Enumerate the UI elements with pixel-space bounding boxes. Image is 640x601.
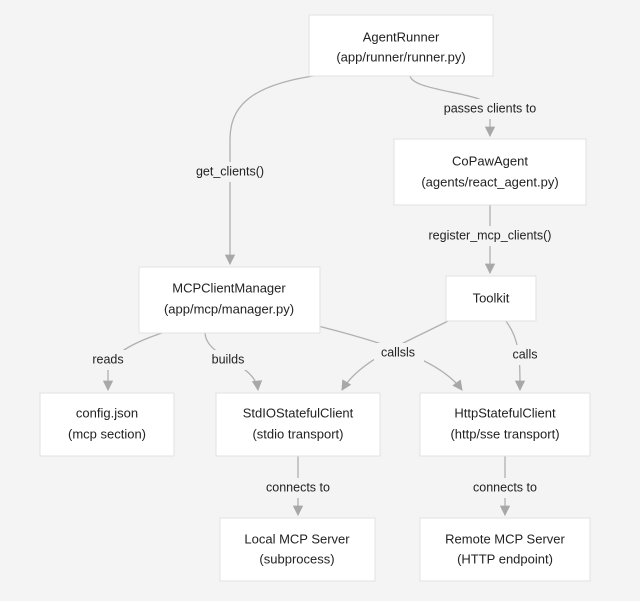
edge-label-register-mcp-clients: register_mcp_clients(): [418, 226, 562, 246]
node-toolkit: Toolkit: [445, 275, 537, 322]
node-http-client-title: HttpStatefulClient: [454, 405, 556, 420]
node-agent-runner-title: AgentRunner: [363, 29, 440, 44]
node-remote-server-subtitle: (HTTP endpoint): [457, 551, 553, 566]
node-local-server-title: Local MCP Server: [244, 531, 350, 546]
node-http-client: HttpStatefulClient (http/sse transport): [419, 392, 591, 457]
edge-label-calls-overlap: callsls: [374, 343, 424, 363]
node-agent-runner-subtitle: (app/runner/runner.py): [336, 49, 465, 64]
edge-label-get-clients: get_clients(): [187, 162, 273, 182]
node-copaw-agent-title: CoPawAgent: [452, 153, 528, 168]
node-copaw-agent: CoPawAgent (agents/react_agent.py): [393, 138, 587, 206]
edge-label-reads: reads: [86, 350, 130, 370]
node-local-server: Local MCP Server (subprocess): [219, 517, 376, 582]
node-stdio-client: StdIOStatefulClient (stdio transport): [215, 392, 381, 457]
edge-label-passes-clients: passes clients to: [434, 99, 546, 119]
node-toolkit-title: Toolkit: [473, 290, 510, 305]
node-mcp-client-manager-title: MCPClientManager: [172, 280, 286, 295]
edge-label-connects-remote-text: connects to: [473, 480, 537, 494]
edge-label-calls-right-text: calls: [512, 347, 537, 361]
node-remote-server-title: Remote MCP Server: [445, 531, 565, 546]
edge-label-calls-right: calls: [506, 345, 544, 365]
node-copaw-agent-subtitle: (agents/react_agent.py): [421, 174, 558, 189]
node-agent-runner: AgentRunner (app/runner/runner.py): [308, 14, 494, 77]
node-local-server-subtitle: (subprocess): [259, 551, 334, 566]
node-config-json-subtitle: (mcp section): [68, 426, 146, 441]
edge-label-register-mcp-clients-text: register_mcp_clients(): [429, 228, 552, 242]
edge-label-get-clients-text: get_clients(): [196, 164, 264, 178]
edge-label-builds: builds: [205, 350, 251, 370]
node-http-client-subtitle: (http/sse transport): [450, 426, 559, 441]
node-mcp-client-manager-subtitle: (app/mcp/manager.py): [164, 301, 294, 316]
edge-label-connects-local-text: connects to: [266, 480, 330, 494]
node-config-json: config.json (mcp section): [39, 392, 175, 457]
node-remote-server: Remote MCP Server (HTTP endpoint): [419, 517, 591, 582]
node-mcp-client-manager: MCPClientManager (app/mcp/manager.py): [138, 266, 321, 334]
edge-label-calls-overlap-text: callsls: [381, 345, 415, 359]
edge-get-clients: [224, 74, 321, 266]
edge-label-reads-text: reads: [92, 352, 123, 366]
edge-label-passes-clients-text: passes clients to: [444, 101, 536, 115]
node-stdio-client-subtitle: (stdio transport): [252, 426, 343, 441]
edge-label-connects-remote: connects to: [463, 478, 547, 498]
node-stdio-client-title: StdIOStatefulClient: [243, 405, 354, 420]
edge-label-builds-text: builds: [212, 352, 245, 366]
edge-label-connects-local: connects to: [256, 478, 340, 498]
node-config-json-title: config.json: [76, 405, 138, 420]
